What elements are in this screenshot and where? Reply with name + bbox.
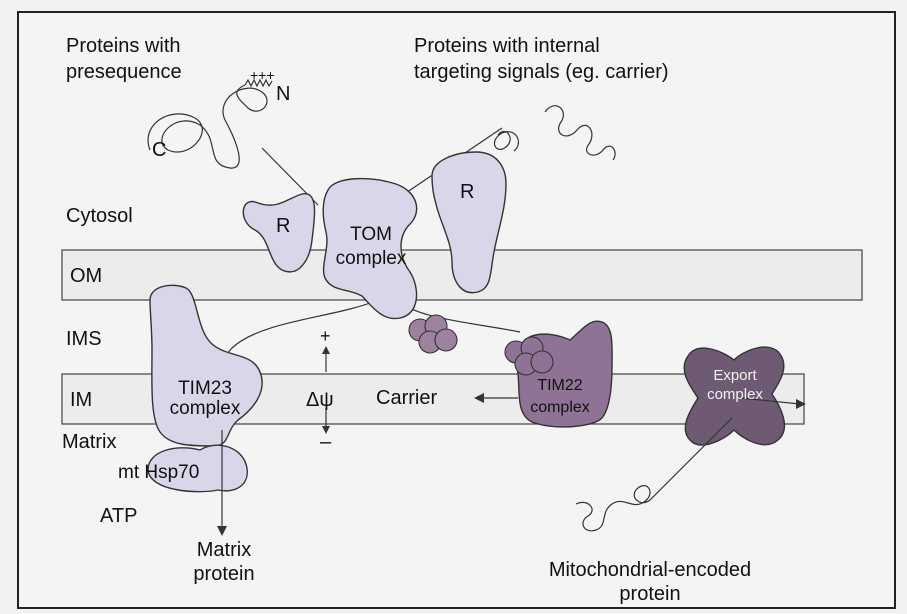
tim22-complex-label-line1: TIM22 [537,377,582,394]
n-terminus-label: N [276,83,290,105]
internal-signal-proteins-label-line2: targeting signals (eg. carrier) [414,61,669,83]
tim23-complex-label-line2: complex [170,398,241,419]
mito-encoded-protein-label-line1: Mitochondrial-encoded [549,559,751,581]
ims-label: IMS [66,328,102,350]
export-complex-label-line1: Export [713,367,757,384]
c-terminus-label: C [152,139,166,161]
presequence-proteins-label-line2: presequence [66,61,182,83]
atp-label: ATP [100,505,137,527]
im-label: IM [70,389,92,411]
matrix-compartment-label: Matrix [62,431,116,453]
tim23-complex-label-line1: TIM23 [178,378,232,399]
carrier-label: Carrier [376,387,437,409]
mt-hsp70-label: mt Hsp70 [118,462,199,483]
presequence-charges-label: +++ [250,67,275,83]
tom-complex-label-line2: complex [336,248,407,269]
membrane-potential-label: Δψ [306,389,334,411]
receptor-left-label: R [276,215,290,237]
presequence-proteins-label-line1: Proteins with [66,35,181,57]
matrix-protein-label-line2: protein [193,563,254,585]
plus-sign-label: + [320,326,331,346]
export-complex-label-line2: complex [707,386,763,403]
tim22-complex-label-line2: complex [530,399,590,416]
tom-complex-label-line1: TOM [350,224,392,245]
matrix-protein-label-line1: Matrix [197,539,251,561]
minus-sign-label: – [320,431,332,453]
receptor-right-label: R [460,181,474,203]
internal-signal-proteins-label-line1: Proteins with internal [414,35,600,57]
mito-encoded-protein-label-line2: protein [619,583,680,605]
cytosol-label: Cytosol [66,205,133,227]
om-label: OM [70,265,102,287]
figure-frame [18,12,895,608]
